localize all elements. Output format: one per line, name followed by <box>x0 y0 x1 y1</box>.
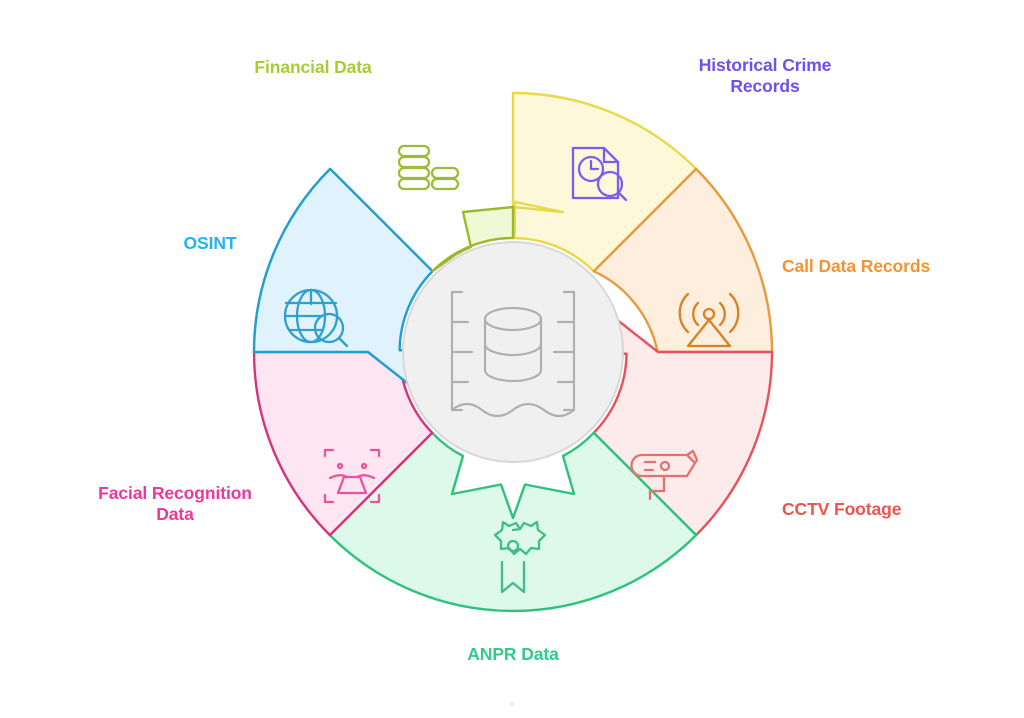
center-disc[interactable] <box>402 241 624 463</box>
label-historical-crime-records: Historical Crime Records <box>698 55 832 97</box>
bottom-marker-dot <box>510 702 514 706</box>
cell-tower-icon <box>678 292 740 348</box>
segment-anpr-data-shape[interactable] <box>328 431 698 613</box>
label-call-data-records: Call Data Records <box>782 256 931 276</box>
segment-osint[interactable] <box>252 167 437 400</box>
segment-osint-shape[interactable] <box>252 167 437 400</box>
cctv-camera-icon <box>630 449 699 501</box>
coin-stack-icon <box>397 144 460 191</box>
award-rosette-icon <box>493 520 547 594</box>
label-cctv-footage: CCTV Footage <box>782 499 902 519</box>
document-clock-search-icon <box>571 146 628 202</box>
data-lake-icon <box>450 290 576 418</box>
label-osint: OSINT <box>183 233 237 253</box>
label-facial-recognition-data: Facial Recognition Data <box>98 483 252 525</box>
label-financial-data: Financial Data <box>254 57 372 77</box>
segment-financial-data-tab <box>431 205 515 273</box>
face-scan-icon <box>323 448 381 504</box>
ring-segments <box>252 91 774 613</box>
label-anpr-data: ANPR Data <box>467 644 559 664</box>
segment-anpr-data[interactable] <box>328 431 698 613</box>
globe-search-icon <box>283 288 349 348</box>
